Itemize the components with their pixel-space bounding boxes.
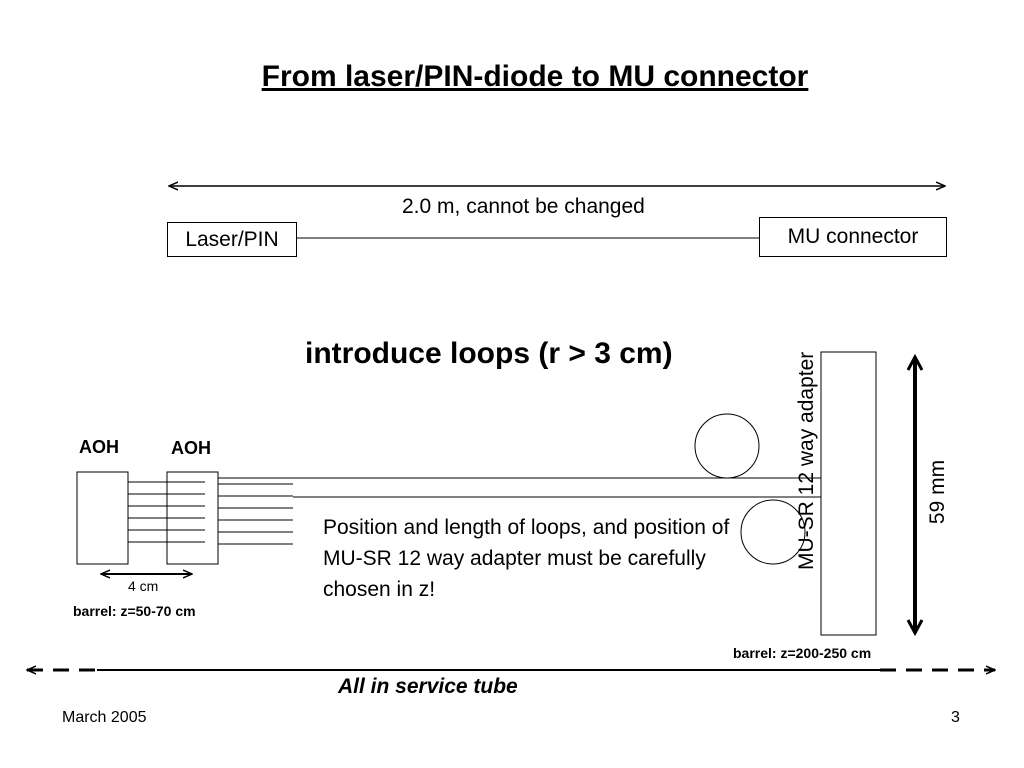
mu-connector-box: MU connector — [759, 217, 947, 257]
placement-note: Position and length of loops, and positi… — [323, 516, 730, 601]
loop-upper — [694, 413, 760, 479]
loop-lower — [740, 499, 806, 565]
adapter-box — [820, 351, 877, 636]
aoh-label-right: AOH — [171, 438, 211, 458]
adapter-label: MU-SR 12 way adapter — [795, 351, 818, 570]
length-label: 2.0 m, cannot be changed — [402, 195, 645, 218]
footer-date: March 2005 — [62, 709, 147, 726]
fibers-left — [128, 481, 205, 543]
laser-pin-box: Laser/PIN — [167, 222, 297, 257]
spacing-label: 4 cm — [128, 578, 159, 594]
height-label: 59 mm — [926, 459, 949, 525]
service-tube-label: All in service tube — [338, 675, 518, 698]
barrel-left-label: barrel: z=50-70 cm — [73, 603, 196, 619]
aoh-box-left — [76, 471, 129, 565]
fibers-right — [218, 483, 293, 545]
slide-title: From laser/PIN-diode to MU connector — [261, 60, 809, 93]
page-number: 3 — [951, 709, 960, 726]
barrel-right-label: barrel: z=200-250 cm — [733, 645, 872, 661]
aoh-label-left: AOH — [79, 437, 119, 457]
loops-subtitle: introduce loops (r > 3 cm) — [305, 337, 673, 370]
